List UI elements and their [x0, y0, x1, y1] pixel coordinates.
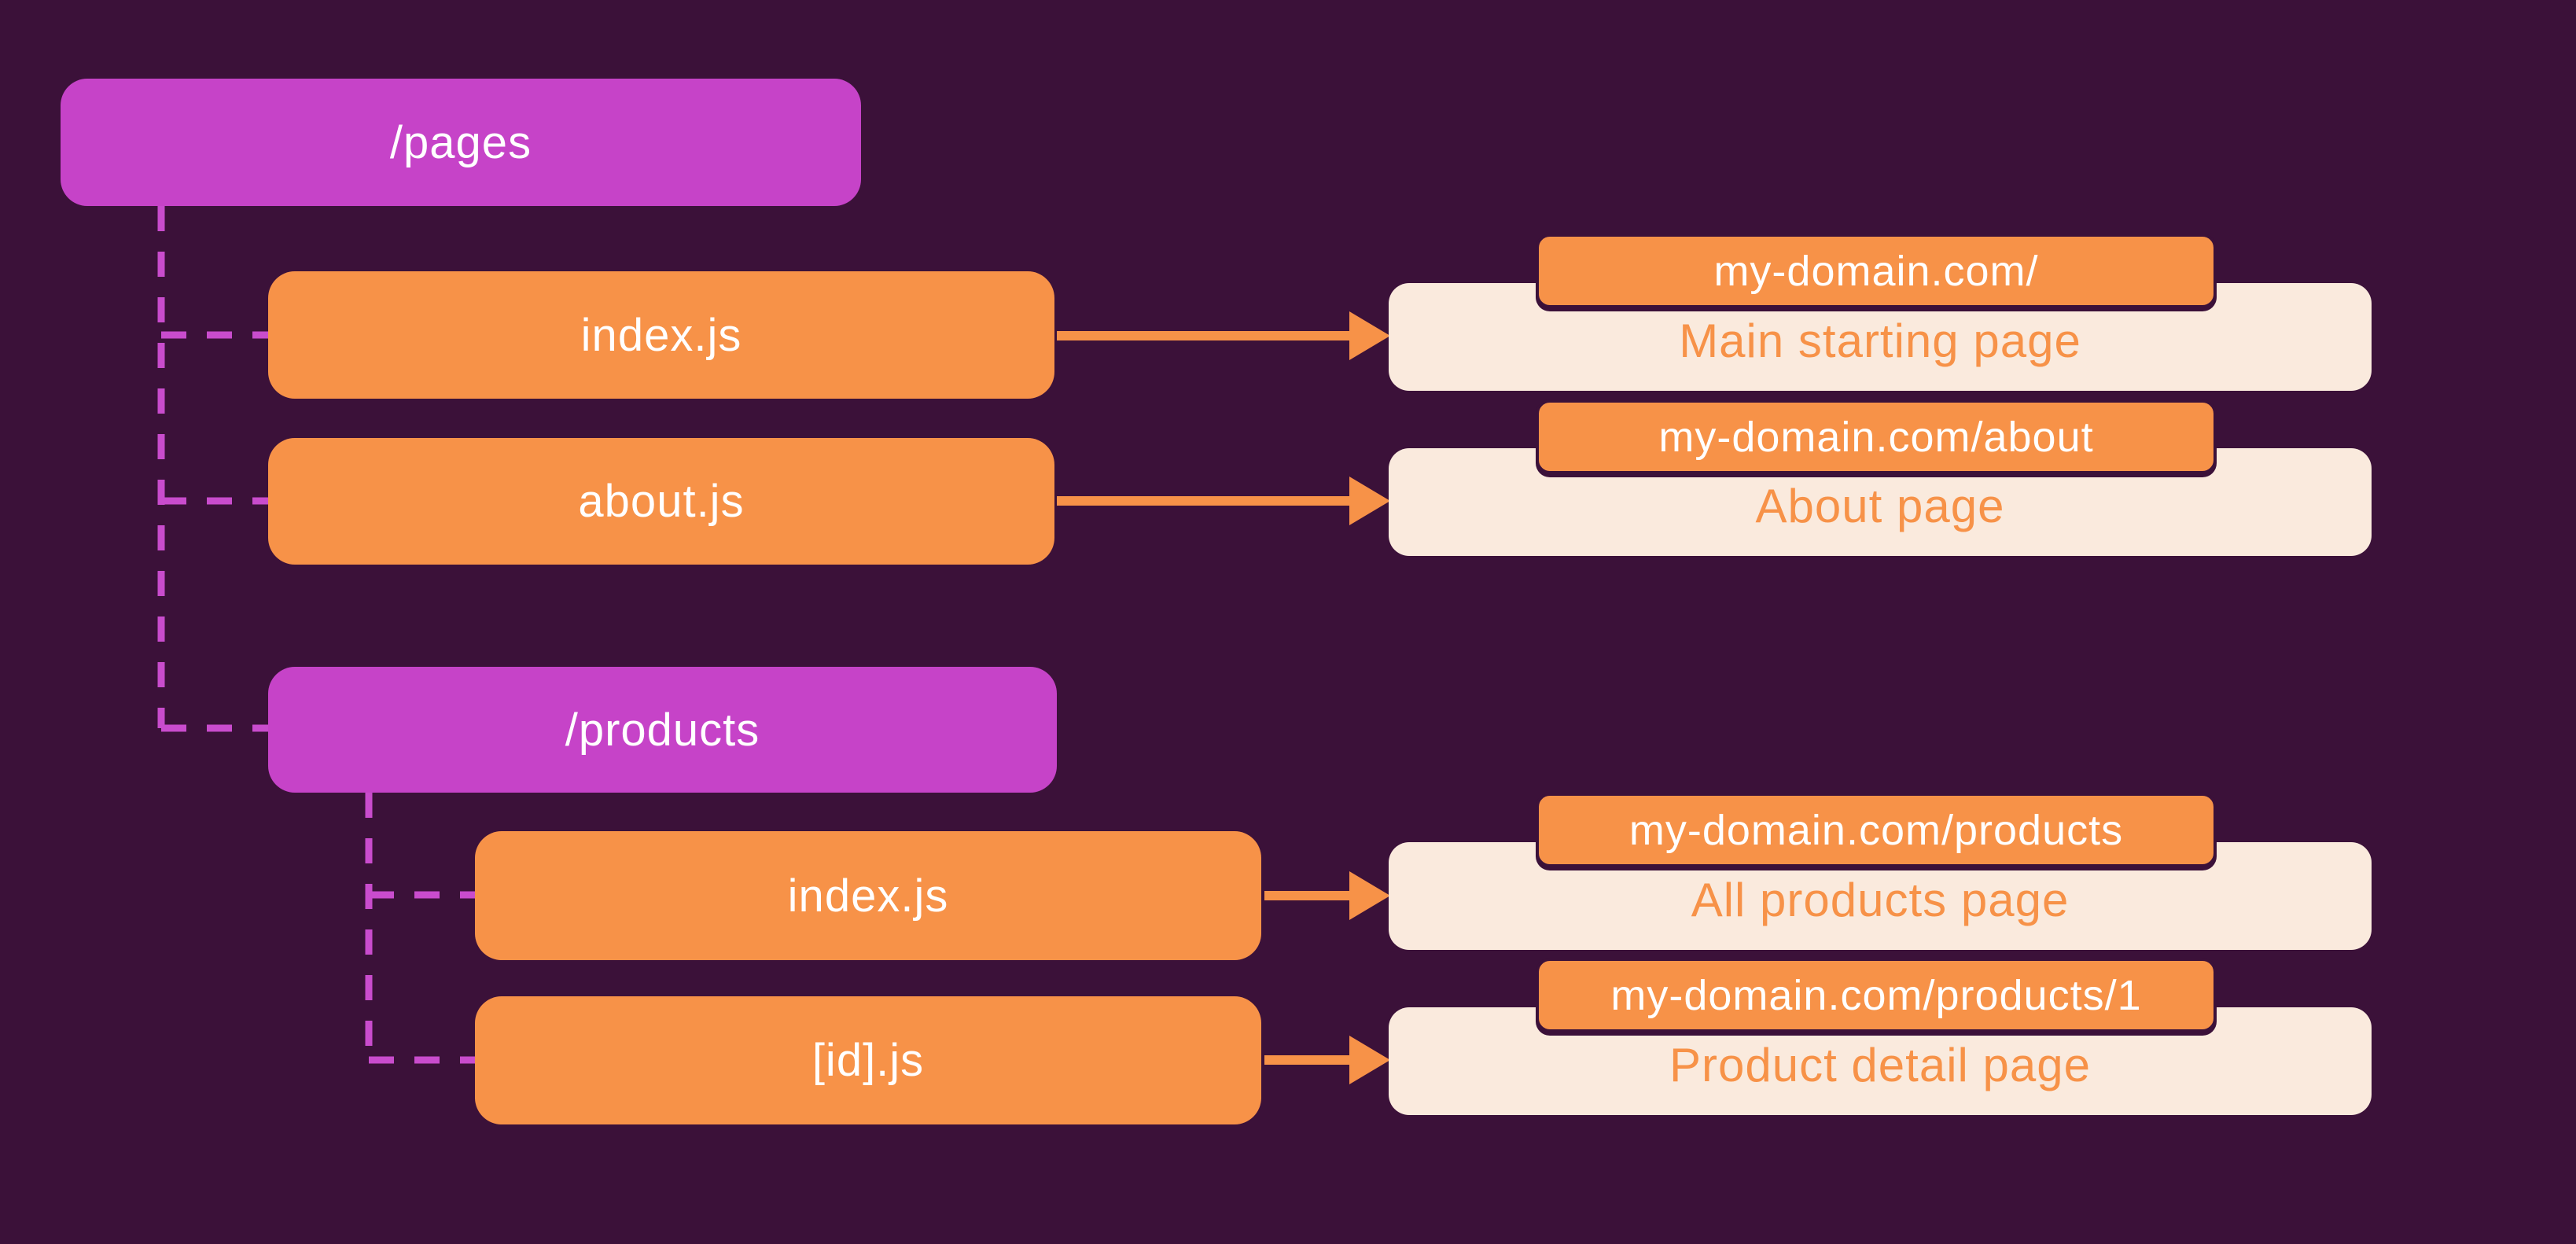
url-badge-home-text: my-domain.com/	[1713, 247, 2039, 295]
file-node-products-index: index.js	[475, 831, 1261, 960]
file-node-pages-about-label: about.js	[578, 476, 745, 527]
result-card-products-description: All products page	[1691, 874, 2070, 926]
url-badge-product-detail: my-domain.com/products/1	[1536, 958, 2217, 1032]
dashed-tree-pages	[157, 206, 268, 732]
url-badge-about: my-domain.com/about	[1536, 399, 2217, 474]
result-card-about-description: About page	[1755, 480, 2005, 532]
file-node-pages-index: index.js	[268, 271, 1054, 399]
arrow-heads	[1349, 311, 1390, 1084]
file-node-products-id-label: [id].js	[811, 1035, 925, 1086]
folder-node-products: /products	[268, 667, 1057, 793]
folder-node-products-label: /products	[565, 704, 760, 756]
folder-node-pages-label: /pages	[389, 116, 532, 168]
dashed-tree-products	[365, 793, 475, 1064]
result-card-product-detail-description: Product detail page	[1669, 1039, 2092, 1091]
result-card-home-description: Main starting page	[1679, 315, 2081, 367]
url-badge-product-detail-text: my-domain.com/products/1	[1610, 971, 2142, 1019]
url-badge-products-text: my-domain.com/products	[1628, 806, 2124, 854]
file-node-products-id: [id].js	[475, 996, 1261, 1124]
folder-node-pages: /pages	[61, 79, 861, 206]
file-node-pages-about: about.js	[268, 438, 1054, 565]
url-badge-about-text: my-domain.com/about	[1658, 413, 2094, 461]
url-badge-home: my-domain.com/	[1536, 234, 2217, 308]
file-node-products-index-label: index.js	[787, 870, 949, 922]
file-node-pages-index-label: index.js	[580, 309, 742, 361]
url-badge-products: my-domain.com/products	[1536, 793, 2217, 867]
